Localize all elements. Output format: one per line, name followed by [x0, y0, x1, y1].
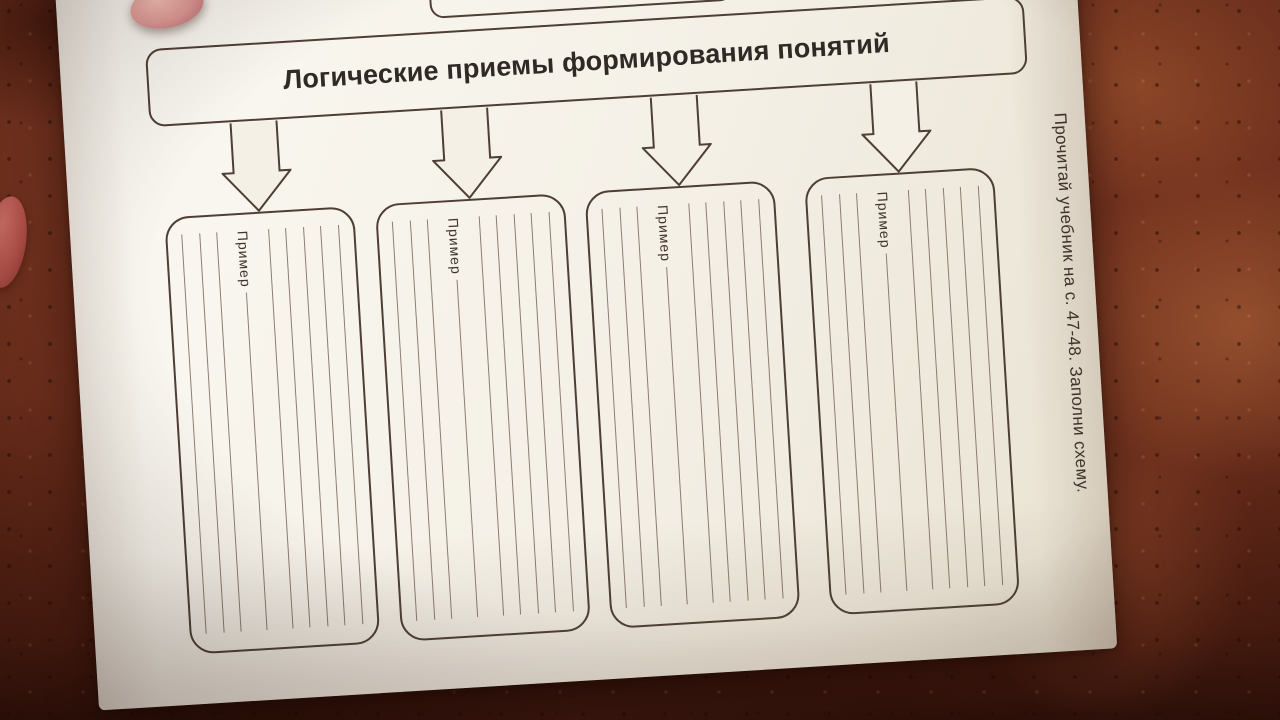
example-box-1: Пример	[164, 205, 381, 655]
worksheet-paper: Логические приемы формирования понятий П…	[52, 0, 1118, 711]
down-arrow	[640, 94, 713, 187]
writing-line	[666, 266, 688, 605]
example-label: Пример	[234, 230, 254, 289]
example-label: Пример	[874, 191, 894, 249]
writing-line	[456, 279, 479, 618]
example-label-line: Пример	[445, 217, 486, 618]
example-label-line: Пример	[234, 230, 275, 631]
worksheet-title: Логические приемы формирования понятий	[282, 27, 891, 95]
example-label-line: Пример	[874, 191, 915, 591]
example-label-line: Пример	[654, 205, 695, 605]
down-arrow	[220, 120, 293, 213]
down-arrow	[430, 107, 504, 200]
example-label: Пример	[445, 217, 465, 276]
example-box-4: Пример	[803, 166, 1021, 616]
writing-line	[885, 253, 908, 591]
example-box-2: Пример	[374, 193, 592, 642]
down-arrow	[860, 81, 933, 174]
writing-line	[245, 292, 268, 631]
side-note: Прочитай учебник на с. 47-48. Заполни сх…	[1050, 112, 1093, 494]
example-label: Пример	[654, 204, 675, 263]
example-box-3: Пример	[584, 180, 801, 630]
